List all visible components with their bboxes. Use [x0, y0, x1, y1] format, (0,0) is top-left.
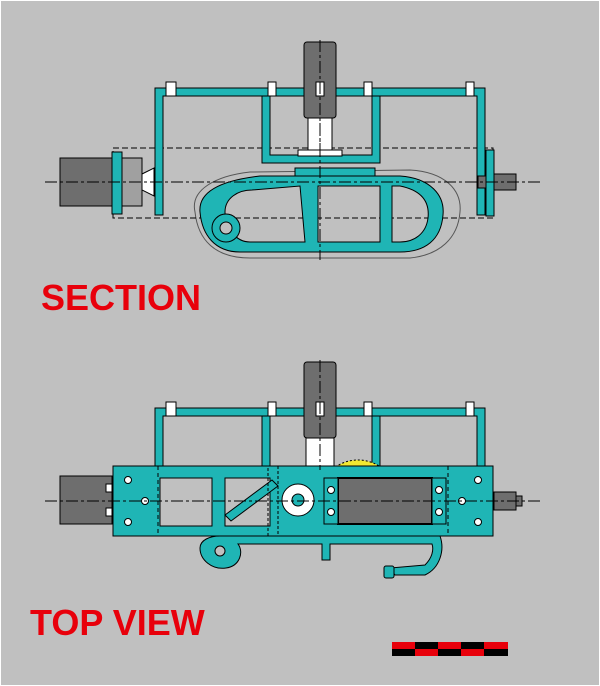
top-lower-link	[199, 535, 443, 576]
section-outline	[193, 169, 461, 259]
scale-bar	[392, 642, 508, 656]
top-view	[45, 360, 540, 579]
top-view-label: TOP VIEW	[30, 602, 205, 643]
section-label: SECTION	[41, 277, 202, 318]
top-left-motor	[59, 475, 113, 525]
section-top-bracket	[154, 87, 486, 216]
section-view	[45, 40, 540, 260]
top-screws	[124, 476, 482, 526]
section-chassis	[199, 175, 444, 253]
